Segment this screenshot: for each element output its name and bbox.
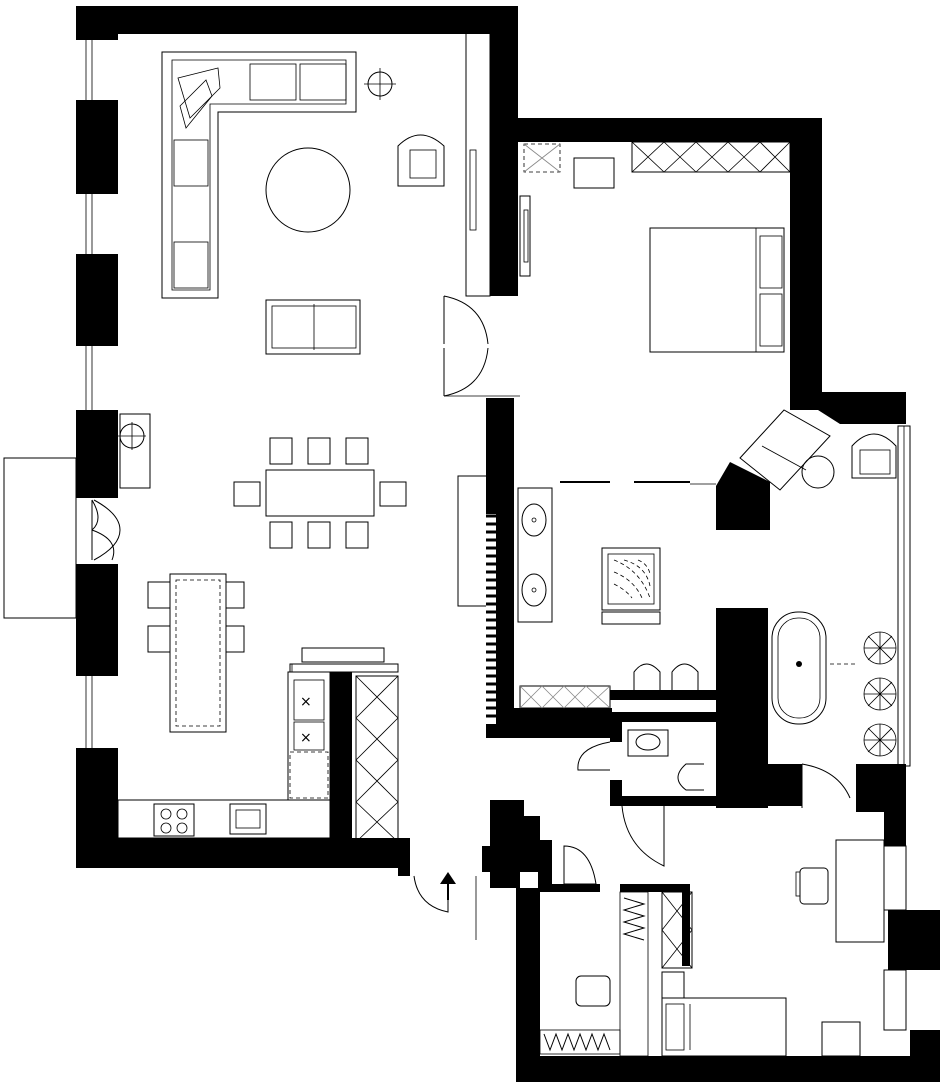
entry-arrow-icon (440, 872, 456, 900)
bar-stools[interactable] (147, 581, 245, 653)
x-mark: × (300, 730, 312, 746)
guest-washbasin-icon[interactable] (627, 729, 669, 757)
shower-icon[interactable] (601, 547, 661, 625)
x-mark: × (300, 694, 312, 710)
bedroom-desk[interactable] (523, 143, 615, 189)
study-chair[interactable] (795, 867, 829, 905)
single-bed[interactable] (661, 997, 787, 1057)
bedroom-diagonal-door[interactable] (739, 409, 831, 491)
wardrobe (631, 141, 791, 173)
bathtub[interactable] (771, 611, 858, 725)
dining-chairs[interactable] (233, 437, 407, 549)
living-door[interactable] (443, 295, 520, 397)
guest-toilet-door[interactable] (577, 741, 611, 771)
bidet-icon[interactable] (671, 663, 699, 690)
toilet-icon[interactable] (633, 663, 661, 690)
bedroom-tv (519, 195, 531, 277)
kitchen-island[interactable] (169, 573, 227, 733)
study-desk[interactable] (835, 839, 885, 943)
tall-cabinets (355, 675, 399, 843)
loveseat[interactable] (265, 299, 361, 355)
plants-icon (863, 631, 897, 757)
sliding-panel (457, 475, 489, 607)
bath-armchair[interactable] (801, 433, 897, 489)
ottoman[interactable] (575, 975, 611, 1007)
balcony-door[interactable] (91, 499, 121, 561)
dining-table[interactable] (265, 469, 375, 517)
floor-lamp-icon (364, 68, 396, 100)
bath-cabinets (519, 685, 611, 709)
round-coffee-table[interactable] (265, 147, 351, 233)
entry-door[interactable] (413, 875, 477, 940)
sliding-doors[interactable] (560, 481, 716, 485)
small-desk[interactable] (821, 1021, 861, 1057)
double-vanity[interactable] (517, 487, 553, 623)
kitchen-sink-icon (229, 803, 267, 835)
bathroom-corridor-door[interactable] (801, 763, 851, 808)
cooktop-icon (153, 803, 195, 837)
small-wardrobe (661, 891, 693, 969)
toothed-wall (486, 514, 496, 724)
kitchen-counter: × × (117, 671, 331, 839)
study-door[interactable] (621, 805, 665, 867)
dressing-door[interactable] (563, 845, 597, 885)
armchair[interactable] (397, 134, 445, 187)
corner-sofa[interactable] (161, 51, 357, 299)
tv-console (465, 29, 491, 297)
double-bed[interactable] (649, 227, 785, 353)
small-nightstand (661, 971, 685, 999)
dining-lamp-icon (118, 413, 151, 489)
range-hood (289, 647, 399, 673)
windows-right (883, 425, 911, 1031)
guest-toilet-icon[interactable] (677, 763, 704, 791)
windows-left (76, 40, 118, 748)
balcony (3, 457, 77, 619)
walls (76, 6, 940, 1082)
hanging-rails (539, 891, 649, 1057)
